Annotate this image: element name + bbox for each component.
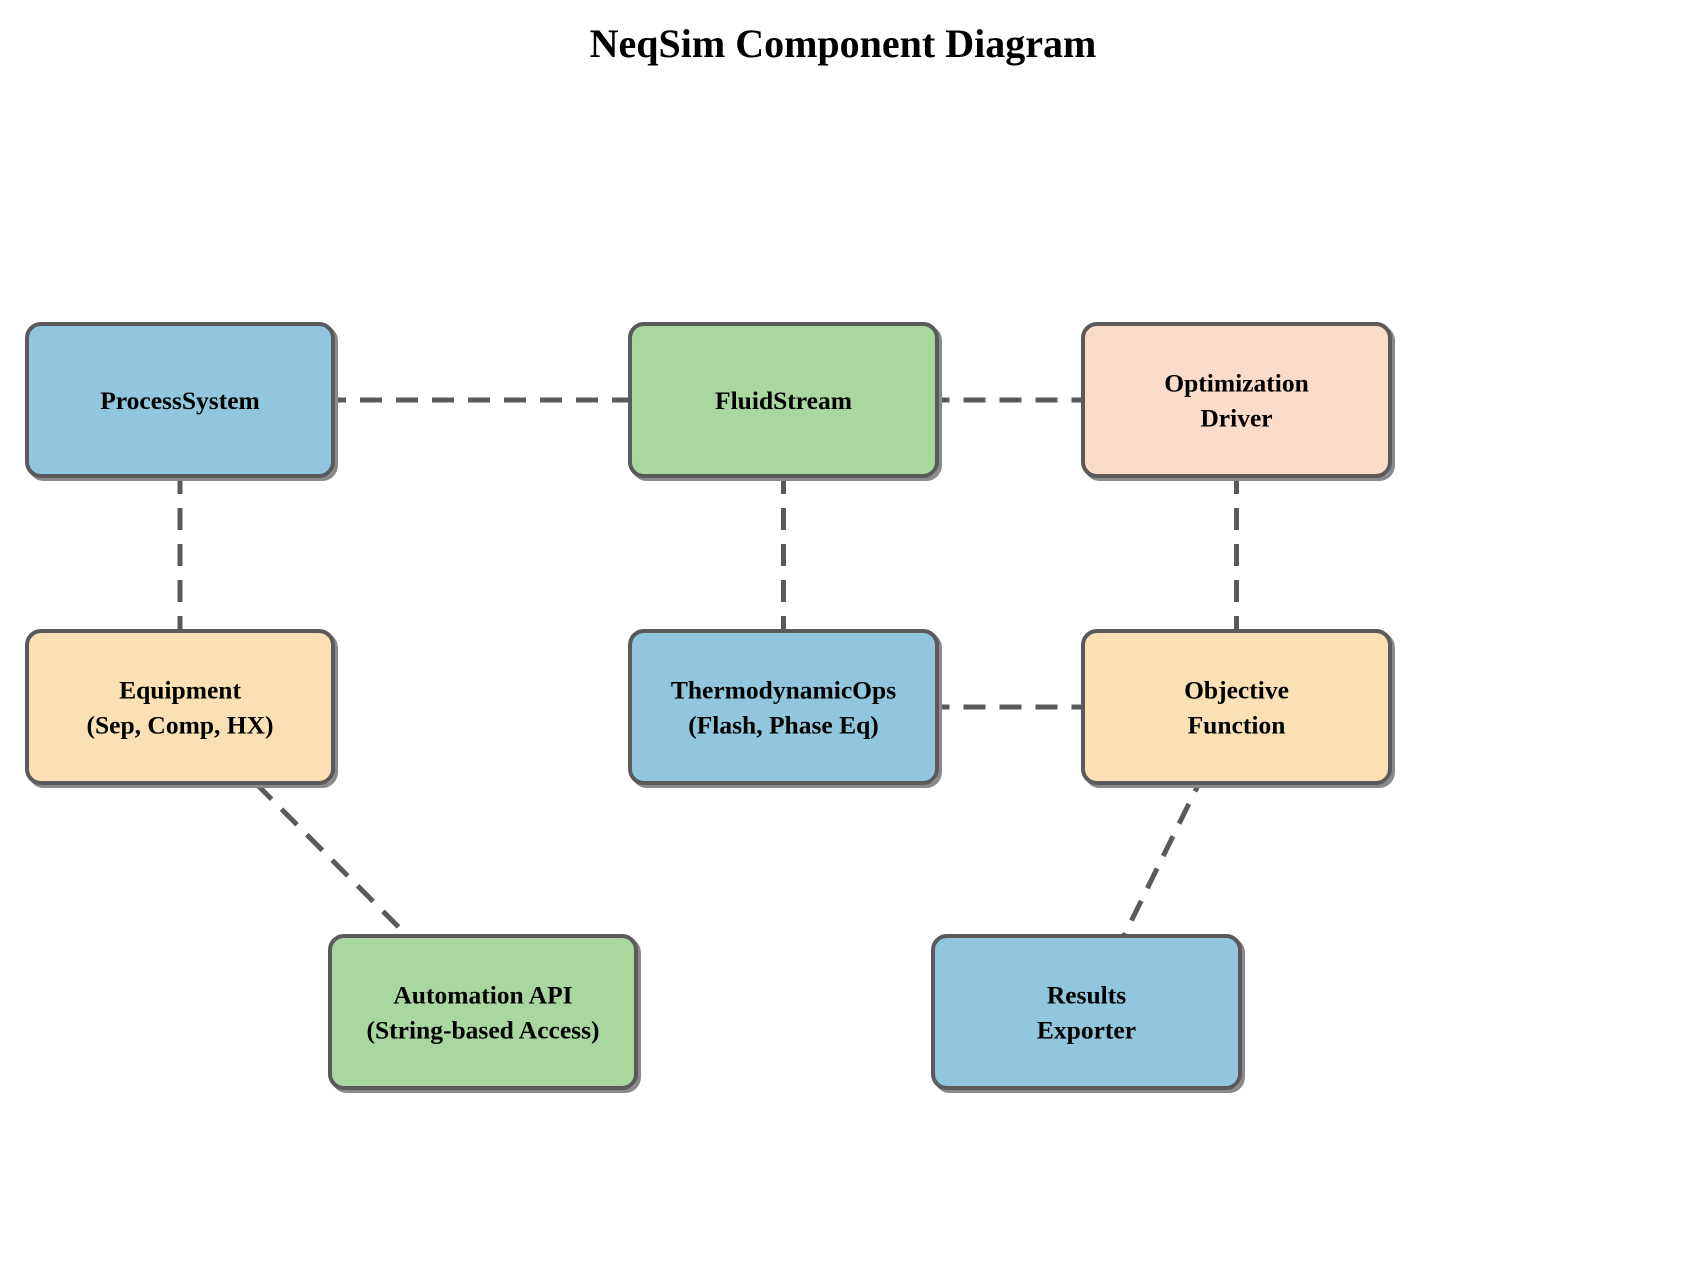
node-box-process-system[interactable]: [25, 322, 335, 478]
node-fluid-stream[interactable]: FluidStream: [628, 322, 942, 481]
node-label-equipment: (Sep, Comp, HX): [86, 711, 273, 740]
node-box-equipment[interactable]: [25, 629, 335, 785]
node-label-automation-api: Automation API: [393, 981, 572, 1010]
node-box-optimization-driver[interactable]: [1081, 322, 1392, 478]
node-label-results-exporter: Exporter: [1037, 1016, 1136, 1045]
node-box-objective-function[interactable]: [1081, 629, 1392, 785]
node-label-thermodynamic-ops: (Flash, Phase Eq): [688, 711, 879, 740]
node-label-optimization-driver: Driver: [1200, 404, 1272, 433]
node-label-equipment: Equipment: [119, 676, 241, 705]
node-layer: ProcessSystem FluidStream OptimizationDriv…: [25, 322, 1395, 1093]
node-label-process-system: ProcessSystem: [100, 386, 260, 415]
node-label-thermodynamic-ops: ThermodynamicOps: [671, 676, 896, 705]
node-label-objective-function: Function: [1188, 711, 1286, 740]
node-label-objective-function: Objective: [1184, 676, 1289, 705]
node-thermodynamic-ops[interactable]: ThermodynamicOps (Flash, Phase Eq): [628, 629, 942, 788]
node-label-results-exporter: Results: [1047, 981, 1126, 1010]
node-box-thermodynamic-ops[interactable]: [628, 629, 939, 785]
node-label-automation-api: (String-based Access): [366, 1016, 599, 1045]
node-box-automation-api[interactable]: [328, 934, 638, 1090]
node-equipment[interactable]: Equipment (Sep, Comp, HX): [25, 629, 338, 788]
node-automation-api[interactable]: Automation API (String-based Access): [328, 934, 641, 1093]
node-label-fluid-stream: FluidStream: [715, 386, 852, 415]
node-label-optimization-driver: Optimization: [1164, 369, 1309, 398]
node-box-fluid-stream[interactable]: [628, 322, 939, 478]
node-process-system[interactable]: ProcessSystem: [25, 322, 338, 481]
node-box-results-exporter[interactable]: [931, 934, 1242, 1090]
page-title: NeqSim Component Diagram: [590, 21, 1097, 66]
